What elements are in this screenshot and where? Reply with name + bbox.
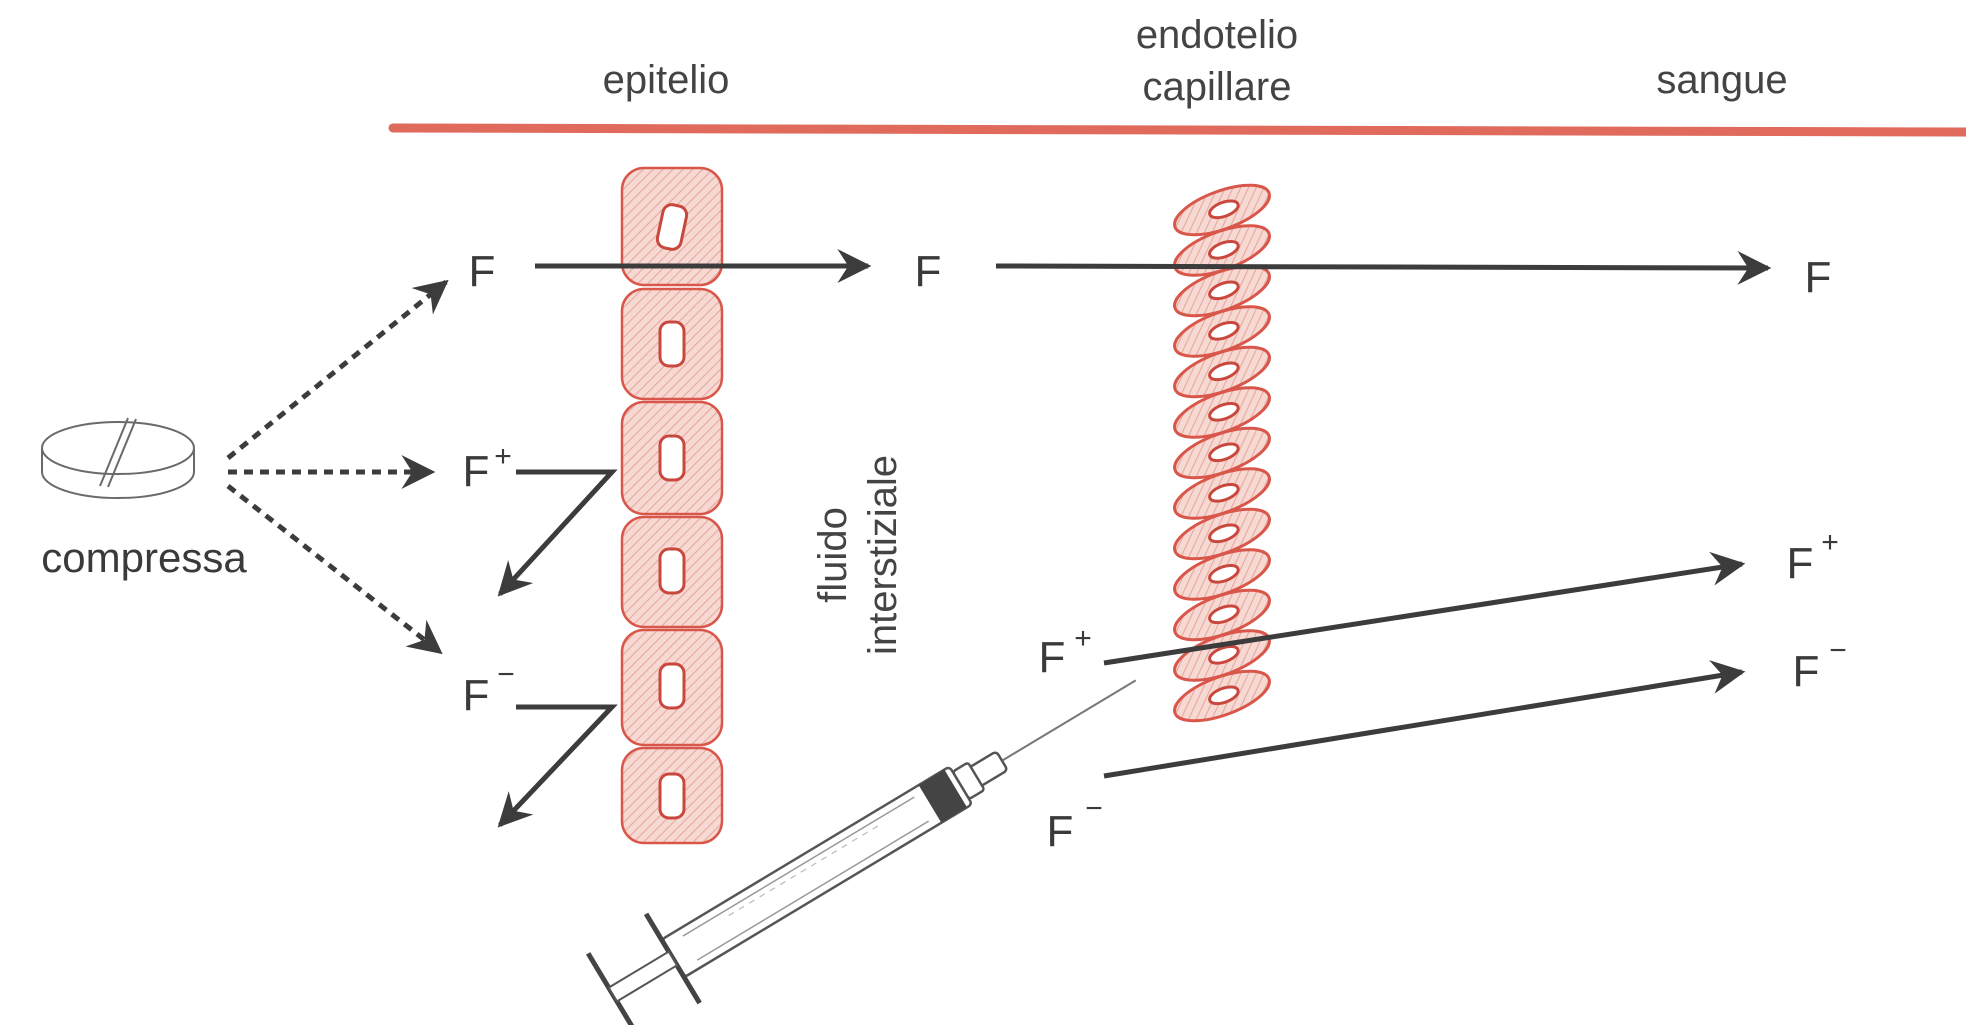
drug-label-neutral-left: F bbox=[469, 247, 496, 296]
svg-text:−: − bbox=[1085, 792, 1103, 825]
drug-label-anion-left: F − bbox=[463, 658, 515, 720]
tablet-label: compressa bbox=[41, 534, 247, 581]
region-label-endothelium-line2: capillare bbox=[1143, 65, 1292, 109]
svg-text:F: F bbox=[463, 671, 490, 720]
svg-text:F: F bbox=[463, 447, 490, 496]
cell-nucleus bbox=[660, 322, 684, 366]
tablet-release-arrows bbox=[228, 282, 446, 652]
svg-text:+: + bbox=[494, 440, 512, 473]
arrow-anion-blocked bbox=[500, 707, 612, 825]
tablet-icon bbox=[42, 418, 194, 498]
interstitial-line2: interstiziale bbox=[861, 455, 905, 655]
svg-text:+: + bbox=[1821, 526, 1839, 559]
cell-nucleus bbox=[660, 436, 684, 480]
region-label-endothelium-line1: endotelio bbox=[1136, 13, 1298, 57]
endothelial-cells bbox=[1169, 175, 1276, 731]
drug-label-cation-left: F + bbox=[463, 440, 512, 496]
svg-text:F: F bbox=[1793, 647, 1820, 696]
drug-label-neutral-interstitial: F bbox=[915, 247, 942, 296]
interstitial-fluid-label: fluido interstiziale bbox=[811, 455, 905, 655]
svg-text:−: − bbox=[497, 658, 515, 691]
region-label-epithelium: epitelio bbox=[603, 58, 730, 102]
cell-nucleus bbox=[660, 549, 684, 593]
svg-text:+: + bbox=[1074, 622, 1092, 655]
drug-label-anion-injected: F − bbox=[1047, 792, 1103, 856]
drug-label-cation-blood: F + bbox=[1787, 526, 1839, 588]
epithelial-cells bbox=[622, 168, 722, 843]
arrow-neutral-to-blood bbox=[996, 266, 1768, 268]
svg-text:−: − bbox=[1829, 634, 1847, 667]
dotted-arrow-neutral bbox=[228, 282, 446, 458]
drug-label-anion-blood: F − bbox=[1793, 634, 1847, 696]
region-label-blood: sangue bbox=[1656, 58, 1787, 102]
svg-text:F: F bbox=[1787, 539, 1814, 588]
dotted-arrow-anion bbox=[228, 486, 440, 652]
drug-label-cation-injected: F + bbox=[1039, 622, 1092, 682]
barrier-line bbox=[393, 128, 1966, 132]
interstitial-line1: fluido bbox=[811, 507, 855, 603]
arrow-cation-blocked bbox=[500, 472, 612, 594]
drug-label-neutral-blood: F bbox=[1805, 253, 1832, 302]
svg-text:F: F bbox=[1047, 807, 1074, 856]
cell-nucleus bbox=[660, 664, 684, 708]
cell-nucleus bbox=[660, 774, 684, 818]
svg-text:F: F bbox=[1039, 633, 1066, 682]
